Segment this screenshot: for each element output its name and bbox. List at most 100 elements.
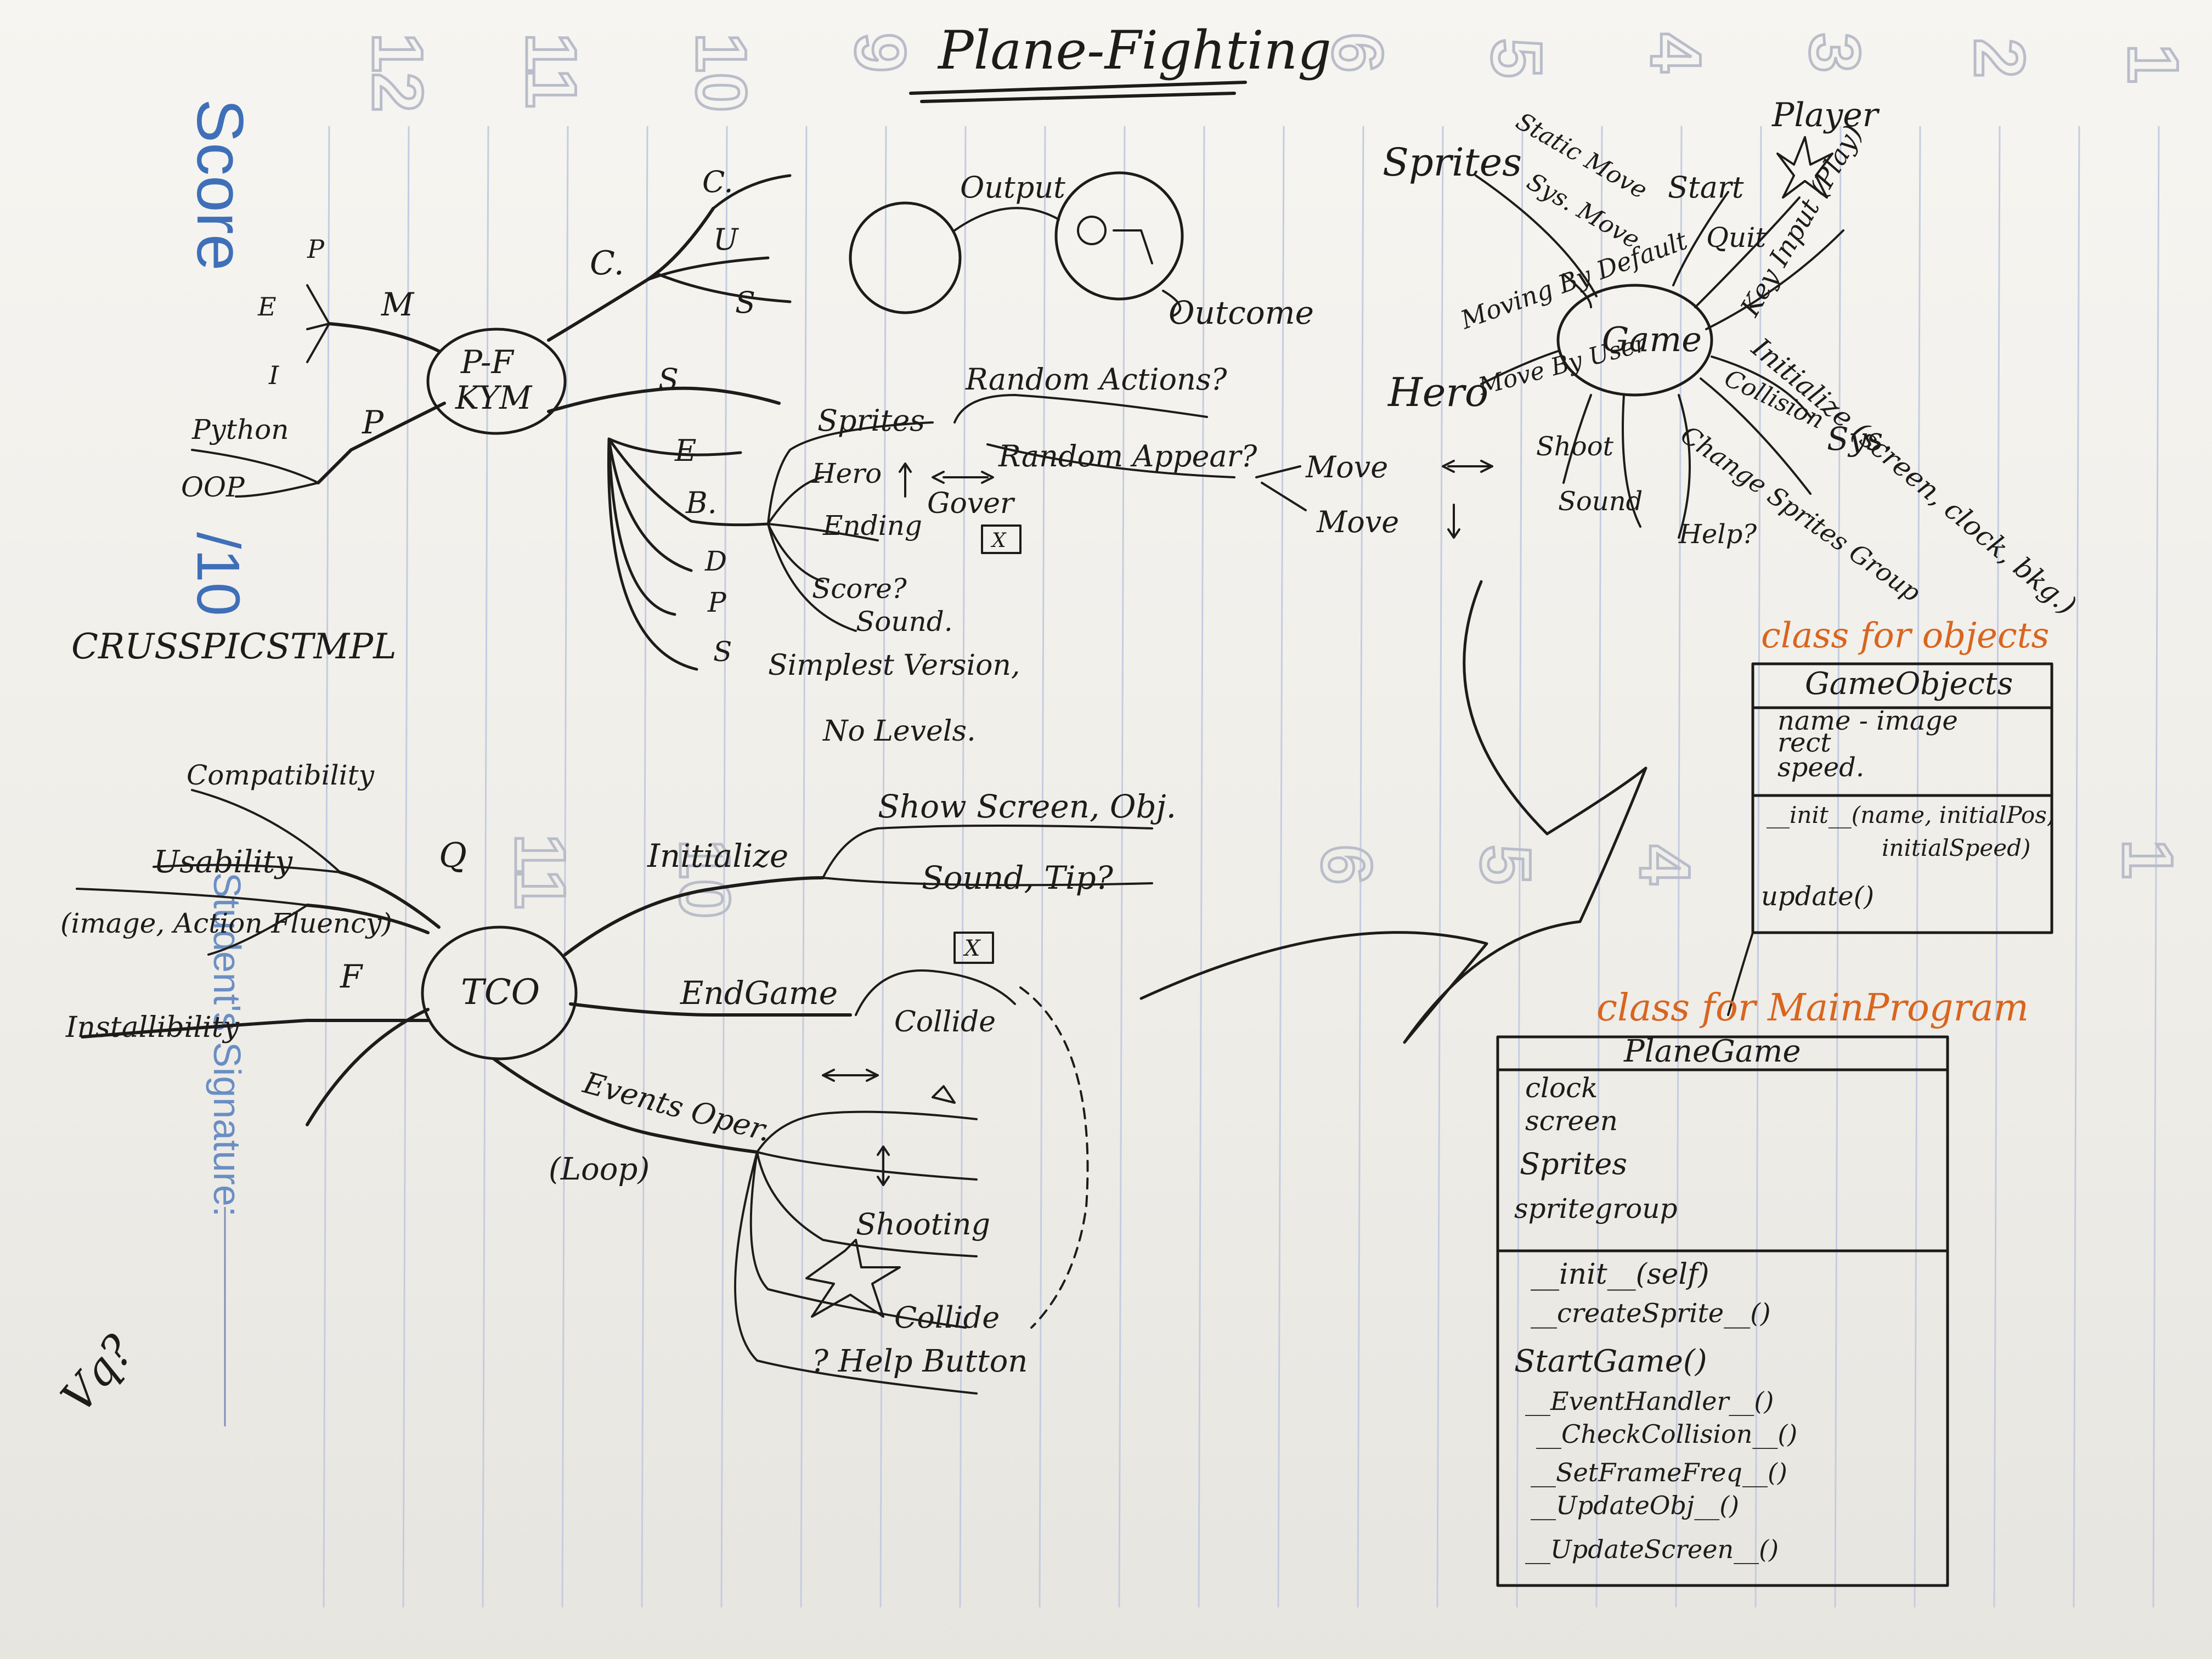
game-spoke-sprites: Sprites xyxy=(1383,140,1522,185)
ruled-line xyxy=(482,126,489,1608)
pf-center-line2: KYM xyxy=(455,379,533,416)
class-objects-attr-2: rect xyxy=(1778,727,1831,758)
tco-branch-q: Q xyxy=(439,835,467,875)
class-objects-method-2: initialSpeed) xyxy=(1882,834,2030,861)
pf-branch-s-label: S xyxy=(658,362,679,397)
game-spoke-moving-default: Moving By Default xyxy=(1456,225,1691,335)
ruled-line xyxy=(1357,126,1364,1608)
class-main-method-8: __UpdateScreen__() xyxy=(1525,1534,1779,1564)
pf-center-bubble xyxy=(426,328,567,435)
ruled-line xyxy=(561,126,569,1608)
col-num-10b: 10 xyxy=(665,839,745,919)
game-spoke-key-input: Key Input (Play) xyxy=(1734,120,1869,322)
ruled-line xyxy=(1516,126,1523,1608)
tco-init-sound-tip: Sound, Tip? xyxy=(922,859,1114,896)
class-main: class for MainProgram PlaneGame clock sc… xyxy=(1496,986,2029,1587)
col-num-11: 11 xyxy=(511,33,591,108)
pf-b-child-sprites: Sprites xyxy=(817,403,925,438)
pf-b-child-ending: Ending xyxy=(822,510,922,541)
class-main-method-6: __SetFrameFreq__() xyxy=(1531,1458,1787,1487)
class-main-attr-4: spritegroup xyxy=(1514,1193,1677,1224)
class-main-method-7: __UpdateObj__() xyxy=(1531,1491,1739,1520)
game-spoke-help: Help? xyxy=(1678,519,1757,550)
tco-q-child-image: (image, Action Fluency) xyxy=(60,907,392,939)
ruled-line xyxy=(720,126,728,1608)
game-spoke-move-user: Move By User xyxy=(1475,329,1651,401)
svg-text:X: X xyxy=(963,936,981,961)
class-main-attr-1: clock xyxy=(1525,1072,1598,1104)
col-num-4b: 4 xyxy=(1625,845,1705,884)
mindmap-pf: P-F KYM C. C. U S M P E I P Python OOP S… xyxy=(181,165,1399,748)
tco-event-collide: Collide xyxy=(894,1300,1000,1335)
pf-gover: Gover xyxy=(927,487,1015,520)
pf-branch-s2-label: S xyxy=(713,636,732,668)
pf-branch-d-label: D xyxy=(704,545,727,577)
class-objects-attr-3: speed. xyxy=(1778,752,1864,783)
pf-m-child-p: P xyxy=(307,234,325,264)
io-diagram: Output Outcome xyxy=(849,170,1314,331)
tco-center-bubble xyxy=(421,926,578,1060)
ruled-line xyxy=(1436,126,1444,1608)
ruled-line xyxy=(2073,126,2080,1608)
pf-p-child-python: Python xyxy=(191,414,289,445)
mindmap-game: Game Player Sprites Static Move Start Sy… xyxy=(1383,96,2082,621)
col-num-9: 9 xyxy=(840,33,921,72)
score-label: Score xyxy=(183,99,257,270)
big-flow-arrow xyxy=(1139,580,1647,1044)
pf-m-child-e: E xyxy=(257,292,276,321)
title-underline xyxy=(909,81,1247,103)
tco-init-show-screen: Show Screen, Obj. xyxy=(878,788,1176,825)
game-spoke-shoot: Shoot xyxy=(1536,431,1614,462)
ruled-line xyxy=(1595,126,1603,1608)
class-main-method-4: __EventHandler__() xyxy=(1525,1386,1774,1416)
class-main-method-3: StartGame() xyxy=(1514,1344,1707,1379)
signature-label: Student's Signature: xyxy=(206,872,249,1217)
pf-gover-box xyxy=(981,524,1022,554)
pf-c-child-c: C. xyxy=(702,165,733,199)
pf-b-child-score: Score? xyxy=(812,573,907,605)
game-spoke-quit: Quit xyxy=(1706,222,1767,253)
ruled-line xyxy=(1914,126,1921,1608)
io-outcome: Outcome xyxy=(1169,294,1314,331)
ruled-line xyxy=(1754,126,1762,1608)
col-num-10: 10 xyxy=(681,33,761,112)
ruled-line xyxy=(641,126,648,1608)
tco-event-help: ? Help Button xyxy=(812,1344,1028,1379)
class-main-heading: class for MainProgram xyxy=(1596,986,2029,1030)
column-numbers-top: 1 2 3 4 5 6 9 10 11 12 xyxy=(357,32,2195,114)
tco-end-game: EndGame xyxy=(680,974,838,1012)
col-num-6: 6 xyxy=(1318,33,1398,72)
ruled-line xyxy=(2152,126,2160,1608)
ruled-line xyxy=(402,126,410,1608)
svg-text:X: X xyxy=(990,529,1007,552)
ruled-line xyxy=(323,126,330,1608)
col-num-5b: 5 xyxy=(1466,845,1546,884)
pf-c-child-u: U xyxy=(713,222,739,257)
tco-q-child-compat: Compatibility xyxy=(187,759,375,791)
col-num-12: 12 xyxy=(358,33,438,112)
pf-branch-c xyxy=(547,207,715,342)
tco-center-label: TCO xyxy=(461,972,540,1013)
ruled-line xyxy=(959,126,967,1608)
pf-branch-b-label: B. xyxy=(685,486,717,520)
col-num-1b: 1 xyxy=(2108,839,2188,879)
tco-q-child-usability: Usability xyxy=(154,844,293,880)
tco-end-collide: Collide xyxy=(894,1006,996,1039)
scribble-top-left: CRUSSPICSTMPL xyxy=(71,627,397,667)
pf-move-2: Move xyxy=(1316,505,1399,539)
col-num-2: 2 xyxy=(1960,38,2040,78)
io-output: Output xyxy=(960,170,1065,205)
class-objects-heading: class for objects xyxy=(1761,616,2049,656)
tco-loop: (Loop) xyxy=(549,1152,650,1187)
class-main-attr-2: screen xyxy=(1525,1105,1618,1137)
game-spoke-start: Start xyxy=(1668,170,1744,205)
mindmap-tco: TCO Q Compatibility Usability (image, Ac… xyxy=(60,759,1176,1395)
col-num-4: 4 xyxy=(1636,33,1716,72)
corner-scribble: Vq? xyxy=(51,1325,144,1422)
game-spoke-sys: Sys. xyxy=(1827,420,1893,458)
ruled-line xyxy=(1993,126,2001,1608)
col-num-1: 1 xyxy=(2113,44,2193,83)
ruled-line xyxy=(879,126,887,1608)
